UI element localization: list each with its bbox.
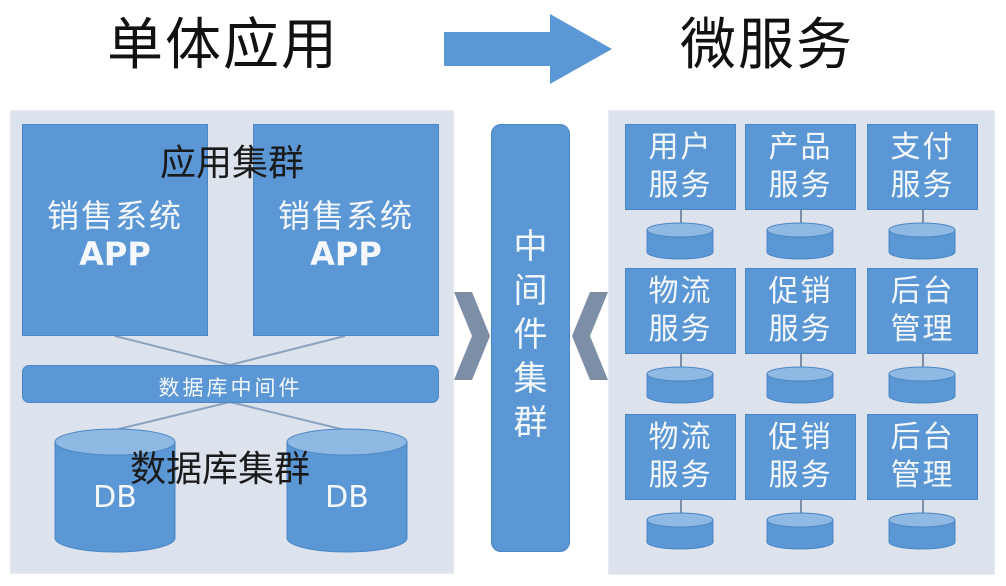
service-database-icon (766, 222, 834, 260)
microservices-title: 微服务 (680, 13, 854, 78)
middleware-char: 间 (513, 271, 548, 311)
app-box-1: 销售系统 APP (22, 124, 208, 336)
service-box: 支付服务 (867, 124, 978, 210)
right-arrow-icon (444, 14, 612, 84)
service-type: 服务 (890, 168, 955, 203)
service-name: 促销 (768, 420, 833, 455)
service-db-connector (922, 500, 924, 514)
service-type: 管理 (890, 312, 955, 347)
service-type: 服务 (648, 458, 713, 493)
service-type: 管理 (890, 458, 955, 493)
service-type: 服务 (768, 312, 833, 347)
middleware-cluster: 中 间 件 集 群 (491, 124, 570, 552)
chevron-left-icon (572, 292, 608, 380)
app-db-connectors (114, 335, 346, 431)
app-box-2: 销售系统 APP (253, 124, 439, 336)
middleware-char: 件 (513, 315, 548, 355)
service-name: 产品 (768, 130, 833, 165)
app-name: 销售系统 (277, 197, 414, 235)
db-middleware-label: 数据库中间件 (158, 376, 303, 400)
middleware-char: 中 (513, 227, 548, 267)
service-box: 后台管理 (867, 414, 978, 500)
service-box: 用户服务 (625, 124, 736, 210)
service-type: 服务 (648, 312, 713, 347)
service-type: 服务 (648, 168, 713, 203)
service-name: 物流 (648, 420, 713, 455)
service-db-connector (680, 500, 682, 514)
service-db-connector (680, 354, 682, 368)
service-database-icon (888, 222, 956, 260)
app-cluster-label: 应用集群 (160, 143, 305, 184)
app-name: 销售系统 (46, 197, 183, 235)
middleware-char: 集 (513, 359, 548, 399)
service-database-icon (766, 366, 834, 404)
service-database-icon (646, 512, 714, 550)
service-db-connector (680, 210, 682, 224)
service-name: 后台 (890, 420, 955, 455)
service-name: 促销 (768, 274, 833, 309)
db-label: DB (325, 480, 369, 515)
service-database-icon (888, 512, 956, 550)
service-database-icon (888, 366, 956, 404)
chevron-right-icon (454, 292, 490, 380)
service-box: 物流服务 (625, 414, 736, 500)
database-icon (286, 428, 408, 553)
db-cluster-label: 数据库集群 (130, 449, 311, 490)
service-name: 后台 (890, 274, 955, 309)
service-box: 促销服务 (745, 268, 856, 354)
service-database-icon (646, 366, 714, 404)
service-box: 后台管理 (867, 268, 978, 354)
service-box: 产品服务 (745, 124, 856, 210)
app-label: APP (310, 235, 382, 273)
middleware-label: 中 间 件 集 群 (492, 225, 569, 445)
service-db-connector (922, 210, 924, 224)
service-name: 物流 (648, 274, 713, 309)
service-type: 服务 (768, 168, 833, 203)
service-box: 促销服务 (745, 414, 856, 500)
database-icon (54, 428, 176, 553)
service-box: 物流服务 (625, 268, 736, 354)
service-database-icon (766, 512, 834, 550)
service-db-connector (800, 500, 802, 514)
service-db-connector (800, 354, 802, 368)
db-middleware-bar: 数据库中间件 (22, 365, 439, 403)
service-name: 用户 (648, 130, 713, 165)
middleware-char: 群 (513, 403, 548, 443)
service-db-connector (922, 354, 924, 368)
monolith-title: 单体应用 (107, 13, 339, 78)
service-type: 服务 (768, 458, 833, 493)
db-label: DB (93, 480, 137, 515)
service-name: 支付 (890, 130, 955, 165)
service-database-icon (646, 222, 714, 260)
app-label: APP (79, 235, 151, 273)
service-db-connector (800, 210, 802, 224)
